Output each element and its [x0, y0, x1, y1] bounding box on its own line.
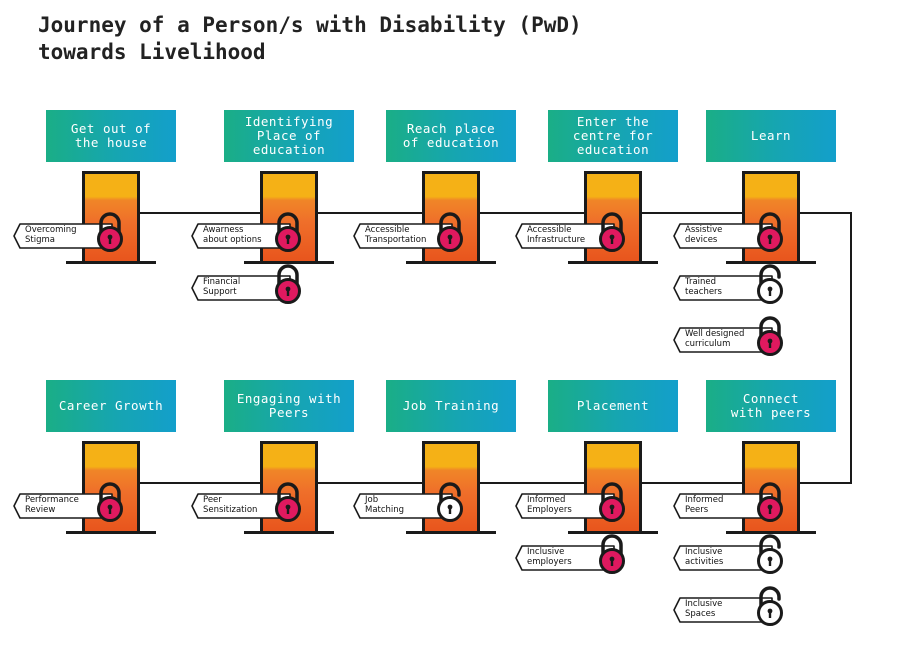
door-floor-line [406, 261, 496, 264]
barrier-tag: Job Matching [352, 492, 456, 520]
stage-box: Identifying Place of education [224, 110, 354, 162]
barrier-label: Trained teachers [685, 277, 722, 297]
barrier-label: Well designed curriculum [685, 329, 745, 349]
barrier-tag: Trained teachers [672, 274, 776, 302]
door-floor-line [244, 531, 334, 534]
lock-closed-icon [594, 212, 630, 252]
barrier-tag: Inclusive activities [672, 544, 776, 572]
stage-box: Career Growth [46, 380, 176, 432]
connector-line [642, 482, 742, 484]
lock-closed-icon [752, 212, 788, 252]
barrier-label: Performance Review [25, 495, 79, 515]
lock-closed-icon [92, 482, 128, 522]
barrier-label: Overcoming Stigma [25, 225, 77, 245]
door-floor-line [66, 531, 156, 534]
connector-line [800, 212, 850, 214]
door-floor-line [244, 261, 334, 264]
lock-closed-icon [432, 212, 468, 252]
lock-open-icon [752, 534, 788, 574]
connector-line [140, 482, 260, 484]
connector-line [642, 212, 742, 214]
connector-line [800, 482, 850, 484]
page-title: Journey of a Person/s with Disability (P… [38, 13, 582, 64]
barrier-label: Inclusive Spaces [685, 599, 723, 619]
door-floor-line [726, 261, 816, 264]
barrier-label: Accessible Infrastructure [527, 225, 586, 245]
door-floor-line [568, 531, 658, 534]
lock-closed-icon [594, 482, 630, 522]
barrier-tag: Well designed curriculum [672, 326, 776, 354]
lock-closed-icon [270, 482, 306, 522]
stage-box: Learn [706, 110, 836, 162]
stage-box: Connect with peers [706, 380, 836, 432]
lock-closed-icon [752, 482, 788, 522]
stage-box: Job Training [386, 380, 516, 432]
barrier-label: Informed Employers [527, 495, 572, 515]
barrier-tag: Financial Support [190, 274, 294, 302]
barrier-label: Peer Sensitization [203, 495, 258, 515]
barrier-label: Informed Peers [685, 495, 724, 515]
barrier-label: Financial Support [203, 277, 241, 297]
barrier-label: Inclusive activities [685, 547, 724, 567]
connector-line [318, 212, 422, 214]
barrier-tag: Overcoming Stigma [12, 222, 116, 250]
barrier-tag: Informed Peers [672, 492, 776, 520]
barrier-tag: Assistive devices [672, 222, 776, 250]
stage-box: Enter the centre for education [548, 110, 678, 162]
lock-closed-icon [92, 212, 128, 252]
barrier-tag: Accessible Infrastructure [514, 222, 618, 250]
barrier-label: Job Matching [365, 495, 405, 515]
connector-line [318, 482, 422, 484]
barrier-tag: Awarness about options [190, 222, 294, 250]
connector-line [850, 212, 852, 484]
connector-line [480, 482, 584, 484]
door-floor-line [406, 531, 496, 534]
stage-box: Engaging with Peers [224, 380, 354, 432]
stage-box: Reach place of education [386, 110, 516, 162]
barrier-label: Inclusive employers [527, 547, 572, 567]
lock-closed-icon [270, 264, 306, 304]
lock-closed-icon [594, 534, 630, 574]
barrier-tag: Informed Employers [514, 492, 618, 520]
barrier-label: Awarness about options [203, 225, 262, 245]
door-floor-line [66, 261, 156, 264]
connector-line [480, 212, 584, 214]
connector-line [140, 212, 260, 214]
lock-open-icon [432, 482, 468, 522]
barrier-tag: Inclusive employers [514, 544, 618, 572]
door-floor-line [726, 531, 816, 534]
lock-closed-icon [270, 212, 306, 252]
barrier-tag: Peer Sensitization [190, 492, 294, 520]
stage-box: Get out of the house [46, 110, 176, 162]
lock-closed-icon [752, 316, 788, 356]
stage-box: Placement [548, 380, 678, 432]
door-floor-line [568, 261, 658, 264]
barrier-tag: Inclusive Spaces [672, 596, 776, 624]
barrier-label: Assistive devices [685, 225, 723, 245]
lock-open-icon [752, 586, 788, 626]
barrier-label: Accessible Transportation [365, 225, 427, 245]
barrier-tag: Performance Review [12, 492, 116, 520]
lock-open-icon [752, 264, 788, 304]
barrier-tag: Accessible Transportation [352, 222, 456, 250]
